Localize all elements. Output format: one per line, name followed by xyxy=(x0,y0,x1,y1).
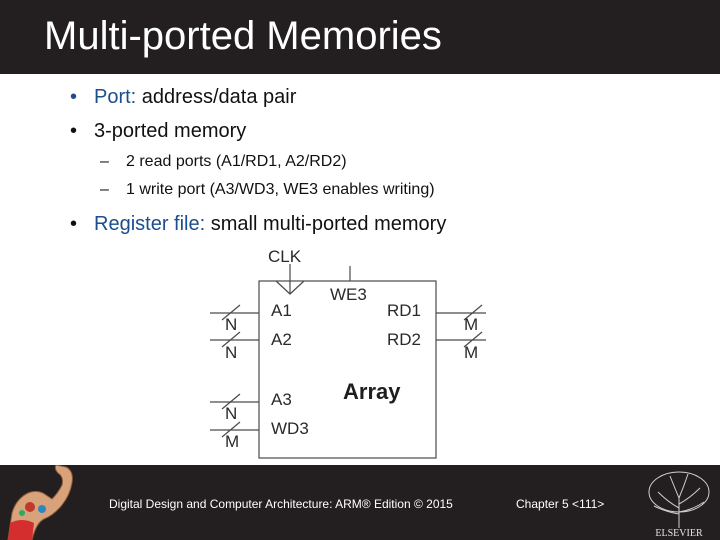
bullet-dot: • xyxy=(70,120,78,142)
a3-label: A3 xyxy=(271,390,292,409)
a1-label: A1 xyxy=(271,301,292,320)
sub-bullet-text: 1 write port (A3/WD3, WE3 enables writin… xyxy=(126,181,435,198)
a2-width-label: N xyxy=(225,343,237,362)
clk-label: CLK xyxy=(268,247,302,266)
bullet-text: address/data pair xyxy=(136,86,297,108)
rd1-label: RD1 xyxy=(387,301,421,320)
rd2-width-label: M xyxy=(464,343,478,362)
a2-label: A2 xyxy=(271,330,292,349)
we3-label: WE3 xyxy=(330,285,367,304)
slide-title: Multi-ported Memories xyxy=(44,14,442,58)
flexing-arm-logo xyxy=(7,465,73,540)
rd1-bus-slash xyxy=(463,304,483,321)
bullet-text: small multi-ported memory xyxy=(205,213,447,235)
tattoo-heart xyxy=(25,502,35,512)
a1-bus-slash xyxy=(221,304,241,321)
rd2-bus-slash xyxy=(463,331,483,348)
tree-canopy xyxy=(648,471,710,513)
title-bar xyxy=(0,0,720,74)
bullet-dot: • xyxy=(70,86,78,108)
rd1-width-label: M xyxy=(464,315,478,334)
rd2-label: RD2 xyxy=(387,330,421,349)
a3-width-label: N xyxy=(225,404,237,423)
dash-marker: – xyxy=(100,181,109,198)
bullet-term: Register file: xyxy=(94,213,206,235)
elsevier-logo: ELSEVIER xyxy=(648,471,710,538)
sleeve-shape xyxy=(8,520,34,540)
dash-marker: – xyxy=(100,153,109,170)
a1-width-label: N xyxy=(225,315,237,334)
bullet-dot: • xyxy=(70,213,78,235)
a3-bus-slash xyxy=(221,393,241,410)
tattoo-dot xyxy=(38,505,46,513)
wd3-width-label: M xyxy=(225,432,239,451)
bullet-term: Port: xyxy=(94,86,137,108)
array-block xyxy=(258,280,437,459)
footer-chapter-page: Chapter 5 <111> xyxy=(516,497,605,511)
tattoo-dot xyxy=(19,510,25,516)
bullet-text: 3-ported memory xyxy=(94,120,247,142)
footer-bar xyxy=(0,465,720,540)
footer-book-title: Digital Design and Computer Architecture… xyxy=(109,497,453,511)
wd3-bus-slash xyxy=(221,421,241,438)
wd3-label: WD3 xyxy=(271,419,309,438)
a2-bus-slash xyxy=(221,331,241,348)
tree-branches xyxy=(653,473,705,528)
publisher-name: ELSEVIER xyxy=(655,528,703,538)
sub-bullet-text: 2 read ports (A1/RD1, A2/RD2) xyxy=(126,153,347,170)
array-label: Array xyxy=(343,379,401,404)
